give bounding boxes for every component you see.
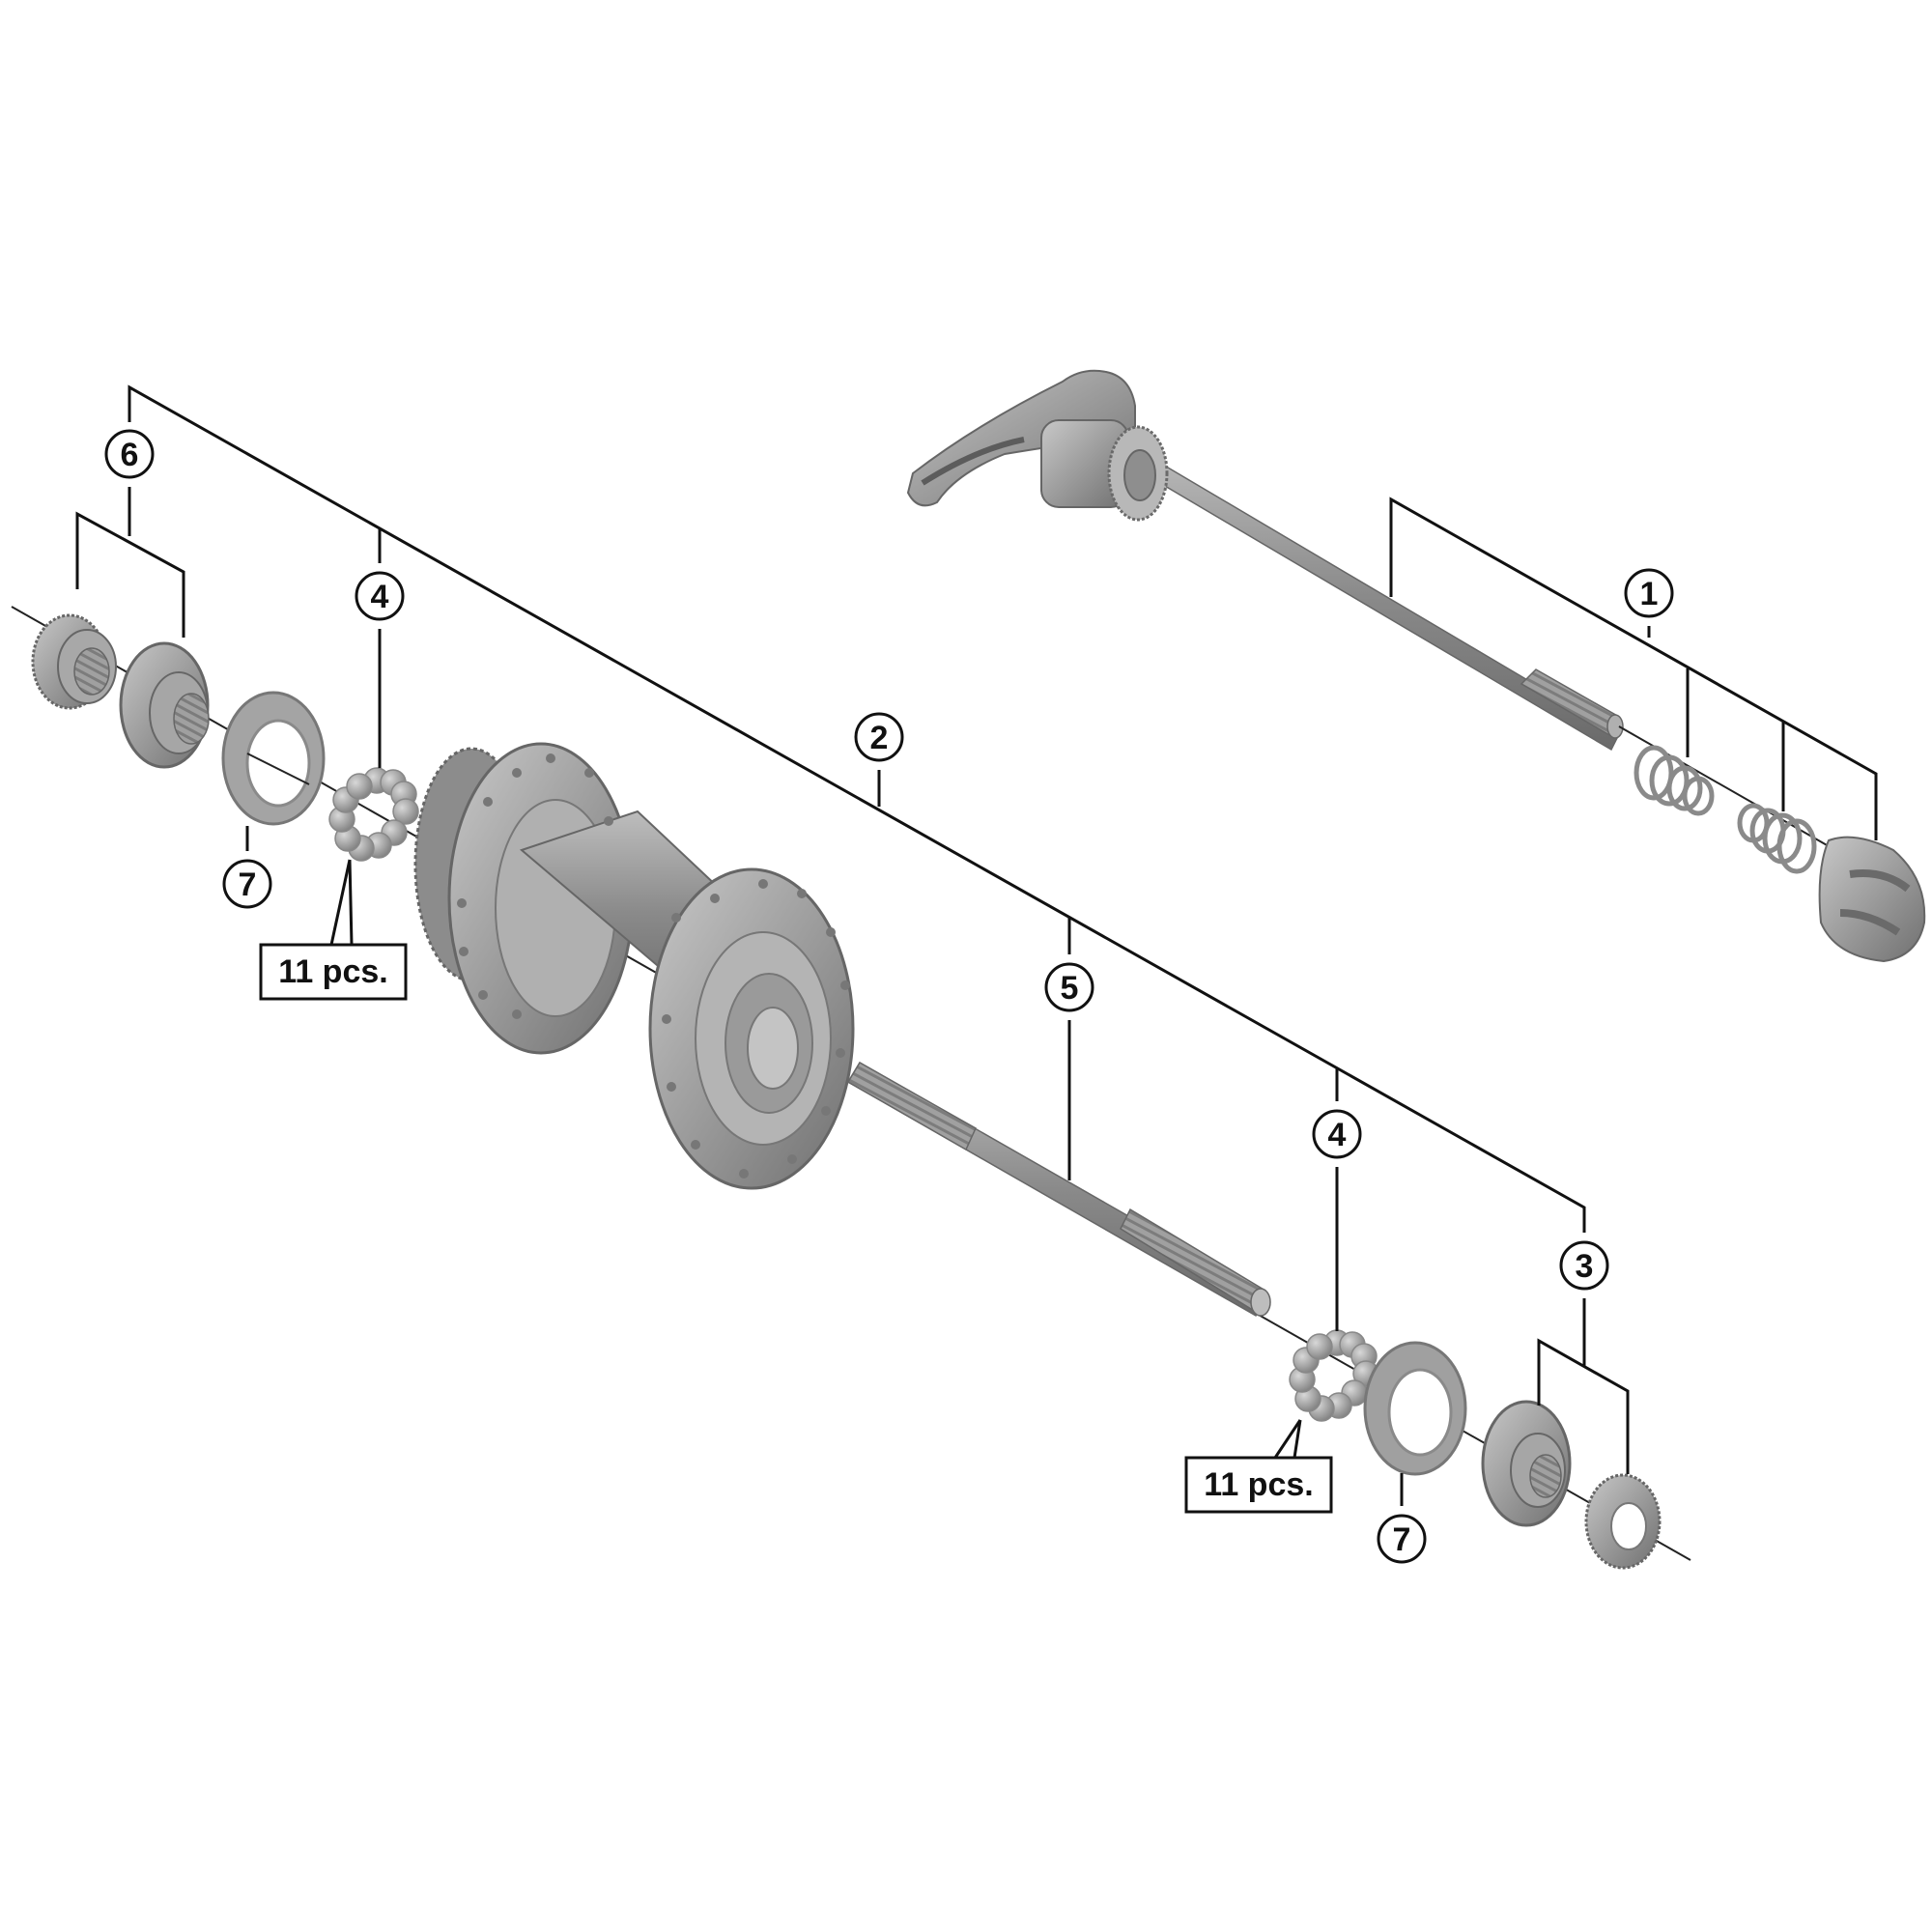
callout-3: 3 [1559, 1240, 1609, 1291]
right-cone [1481, 1400, 1572, 1527]
callout-5: 5 [1044, 962, 1094, 1012]
svg-text:1: 1 [1640, 576, 1659, 612]
right-dust-cap [1363, 1341, 1467, 1476]
svg-text:4: 4 [371, 579, 389, 615]
svg-text:3: 3 [1576, 1248, 1594, 1285]
svg-text:7: 7 [1393, 1521, 1411, 1558]
left-cone [119, 641, 210, 769]
svg-text:11 pcs.: 11 pcs. [278, 953, 387, 990]
left-dust-cap [221, 691, 326, 826]
callout-7-right: 7 [1377, 1514, 1427, 1564]
hub-axle [846, 1061, 1271, 1318]
left-ball-bearings [328, 767, 419, 862]
callout-4-left: 4 [355, 571, 405, 621]
spring-left [1634, 745, 1715, 816]
quantity-note-left: 11 pcs. [259, 943, 408, 1001]
right-ball-bearings [1289, 1329, 1379, 1422]
svg-text:2: 2 [870, 720, 889, 756]
leader-lines [75, 384, 1878, 1506]
callout-7-left: 7 [222, 859, 272, 909]
svg-text:6: 6 [121, 437, 139, 473]
svg-text:11 pcs.: 11 pcs. [1204, 1466, 1313, 1503]
hub-body [413, 742, 855, 1190]
spring-right [1737, 803, 1817, 874]
svg-text:7: 7 [239, 867, 257, 903]
callout-4-right: 4 [1312, 1109, 1362, 1159]
callout-1: 1 [1624, 568, 1674, 618]
right-lock-nut [1584, 1473, 1662, 1570]
quantity-note-right: 11 pcs. [1184, 1456, 1333, 1514]
quick-release-skewer [906, 369, 1926, 963]
left-lock-nut [31, 613, 117, 710]
svg-text:4: 4 [1328, 1117, 1347, 1153]
svg-text:5: 5 [1061, 970, 1079, 1007]
callout-2: 2 [854, 712, 904, 762]
callout-6: 6 [104, 429, 155, 479]
